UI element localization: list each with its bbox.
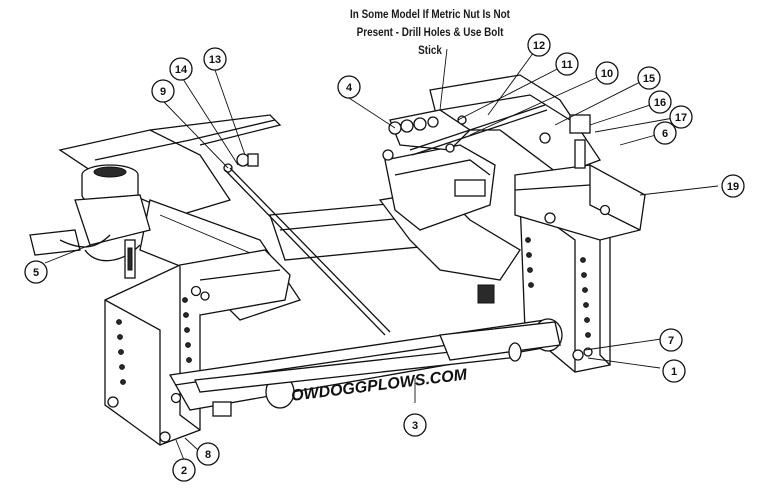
svg-text:5: 5 <box>33 267 39 279</box>
callout-15: 15 <box>637 66 661 90</box>
callouts: 1 2 3 4 5 6 7 8 9 10 11 12 13 14 15 16 1… <box>24 33 745 482</box>
metric-nut-note: In Some Model If Metric Nut Is Not Prese… <box>344 6 516 60</box>
callout-2: 2 <box>172 458 196 482</box>
callout-7: 7 <box>659 328 683 352</box>
callout-16: 16 <box>648 90 672 114</box>
svg-text:4: 4 <box>346 82 353 94</box>
callout-14: 14 <box>169 57 193 81</box>
svg-text:17: 17 <box>675 112 687 124</box>
svg-text:14: 14 <box>175 64 188 76</box>
callout-1: 1 <box>662 359 686 383</box>
svg-text:9: 9 <box>160 86 166 98</box>
callout-8: 8 <box>196 442 220 466</box>
svg-text:19: 19 <box>727 181 739 193</box>
svg-text:3: 3 <box>412 420 418 432</box>
right-plate-holes <box>525 237 591 338</box>
callout-12: 12 <box>527 33 551 57</box>
callout-10: 10 <box>595 61 619 85</box>
callout-5: 5 <box>24 260 48 284</box>
callout-9: 9 <box>151 79 175 103</box>
leader-lines <box>44 44 719 461</box>
callout-11: 11 <box>555 52 579 76</box>
svg-text:6: 6 <box>662 128 668 140</box>
callout-6: 6 <box>653 121 677 145</box>
callout-17: 17 <box>669 105 693 129</box>
callout-13: 13 <box>203 47 227 71</box>
svg-text:12: 12 <box>533 40 545 52</box>
diagonal-strap-left <box>224 169 386 336</box>
svg-text:13: 13 <box>209 54 221 66</box>
callout-4: 4 <box>337 75 361 99</box>
left-spring-assembly <box>29 164 151 262</box>
note-line-2: Present - Drill Holes & Use Bolt Stick <box>356 27 504 57</box>
svg-text:7: 7 <box>668 335 674 347</box>
svg-text:15: 15 <box>643 73 655 85</box>
callout-3: 3 <box>403 413 427 437</box>
center-upper-bracket <box>223 104 548 231</box>
note-line-1: In Some Model If Metric Nut Is Not <box>350 9 510 21</box>
svg-text:2: 2 <box>181 465 187 477</box>
svg-text:11: 11 <box>561 59 573 71</box>
main-crossbar <box>168 284 563 417</box>
callout-19: 19 <box>721 174 745 198</box>
left-mount-bracket <box>104 239 291 446</box>
svg-text:1: 1 <box>671 366 677 378</box>
svg-text:16: 16 <box>654 97 666 109</box>
svg-text:8: 8 <box>205 449 211 461</box>
svg-text:10: 10 <box>601 68 613 80</box>
diagonal-strap-left-edge <box>229 167 391 333</box>
